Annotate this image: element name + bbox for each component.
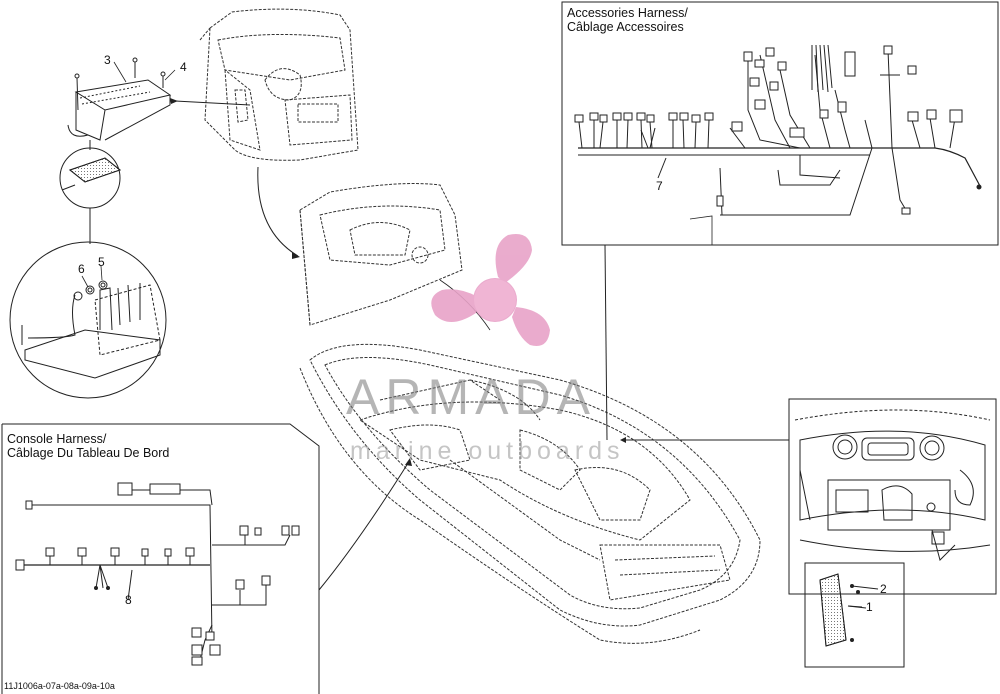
- callout-8: 8: [125, 593, 132, 607]
- propeller-logo-icon: [431, 234, 550, 346]
- callout-1: 1: [866, 600, 873, 614]
- console-harness-title-en: Console Harness/: [7, 432, 107, 446]
- watermark-brand: ARMADA: [346, 369, 596, 425]
- fuse-detail-circle: [59, 140, 122, 244]
- drawing-code: 11J1006a-07a-08a-09a-10a: [4, 681, 115, 691]
- boat-hull: [299, 343, 761, 644]
- console-harness-box: [1, 423, 320, 694]
- console-harness-title-fr: Câblage Du Tableau De Bord: [7, 446, 170, 460]
- fuse-box: [67, 57, 176, 141]
- console-lower-shell: [299, 183, 463, 326]
- watermark-tagline: marine outboards: [350, 437, 625, 465]
- callout-4: 4: [180, 60, 187, 74]
- terminal-detail-circle: [9, 241, 167, 399]
- callout-7: 7: [656, 179, 663, 193]
- accessories-harness-box: [561, 1, 999, 246]
- console-upper: [199, 8, 359, 161]
- callout-2: 2: [880, 582, 887, 596]
- accessories-harness-title-en: Accessories Harness/: [567, 6, 688, 20]
- callout-3: 3: [104, 53, 111, 67]
- instrument-panel-inset: [788, 398, 997, 668]
- callout-6: 6: [78, 262, 85, 276]
- accessories-harness-title-fr: Câblage Accessoires: [567, 20, 684, 34]
- callout-5: 5: [98, 255, 105, 269]
